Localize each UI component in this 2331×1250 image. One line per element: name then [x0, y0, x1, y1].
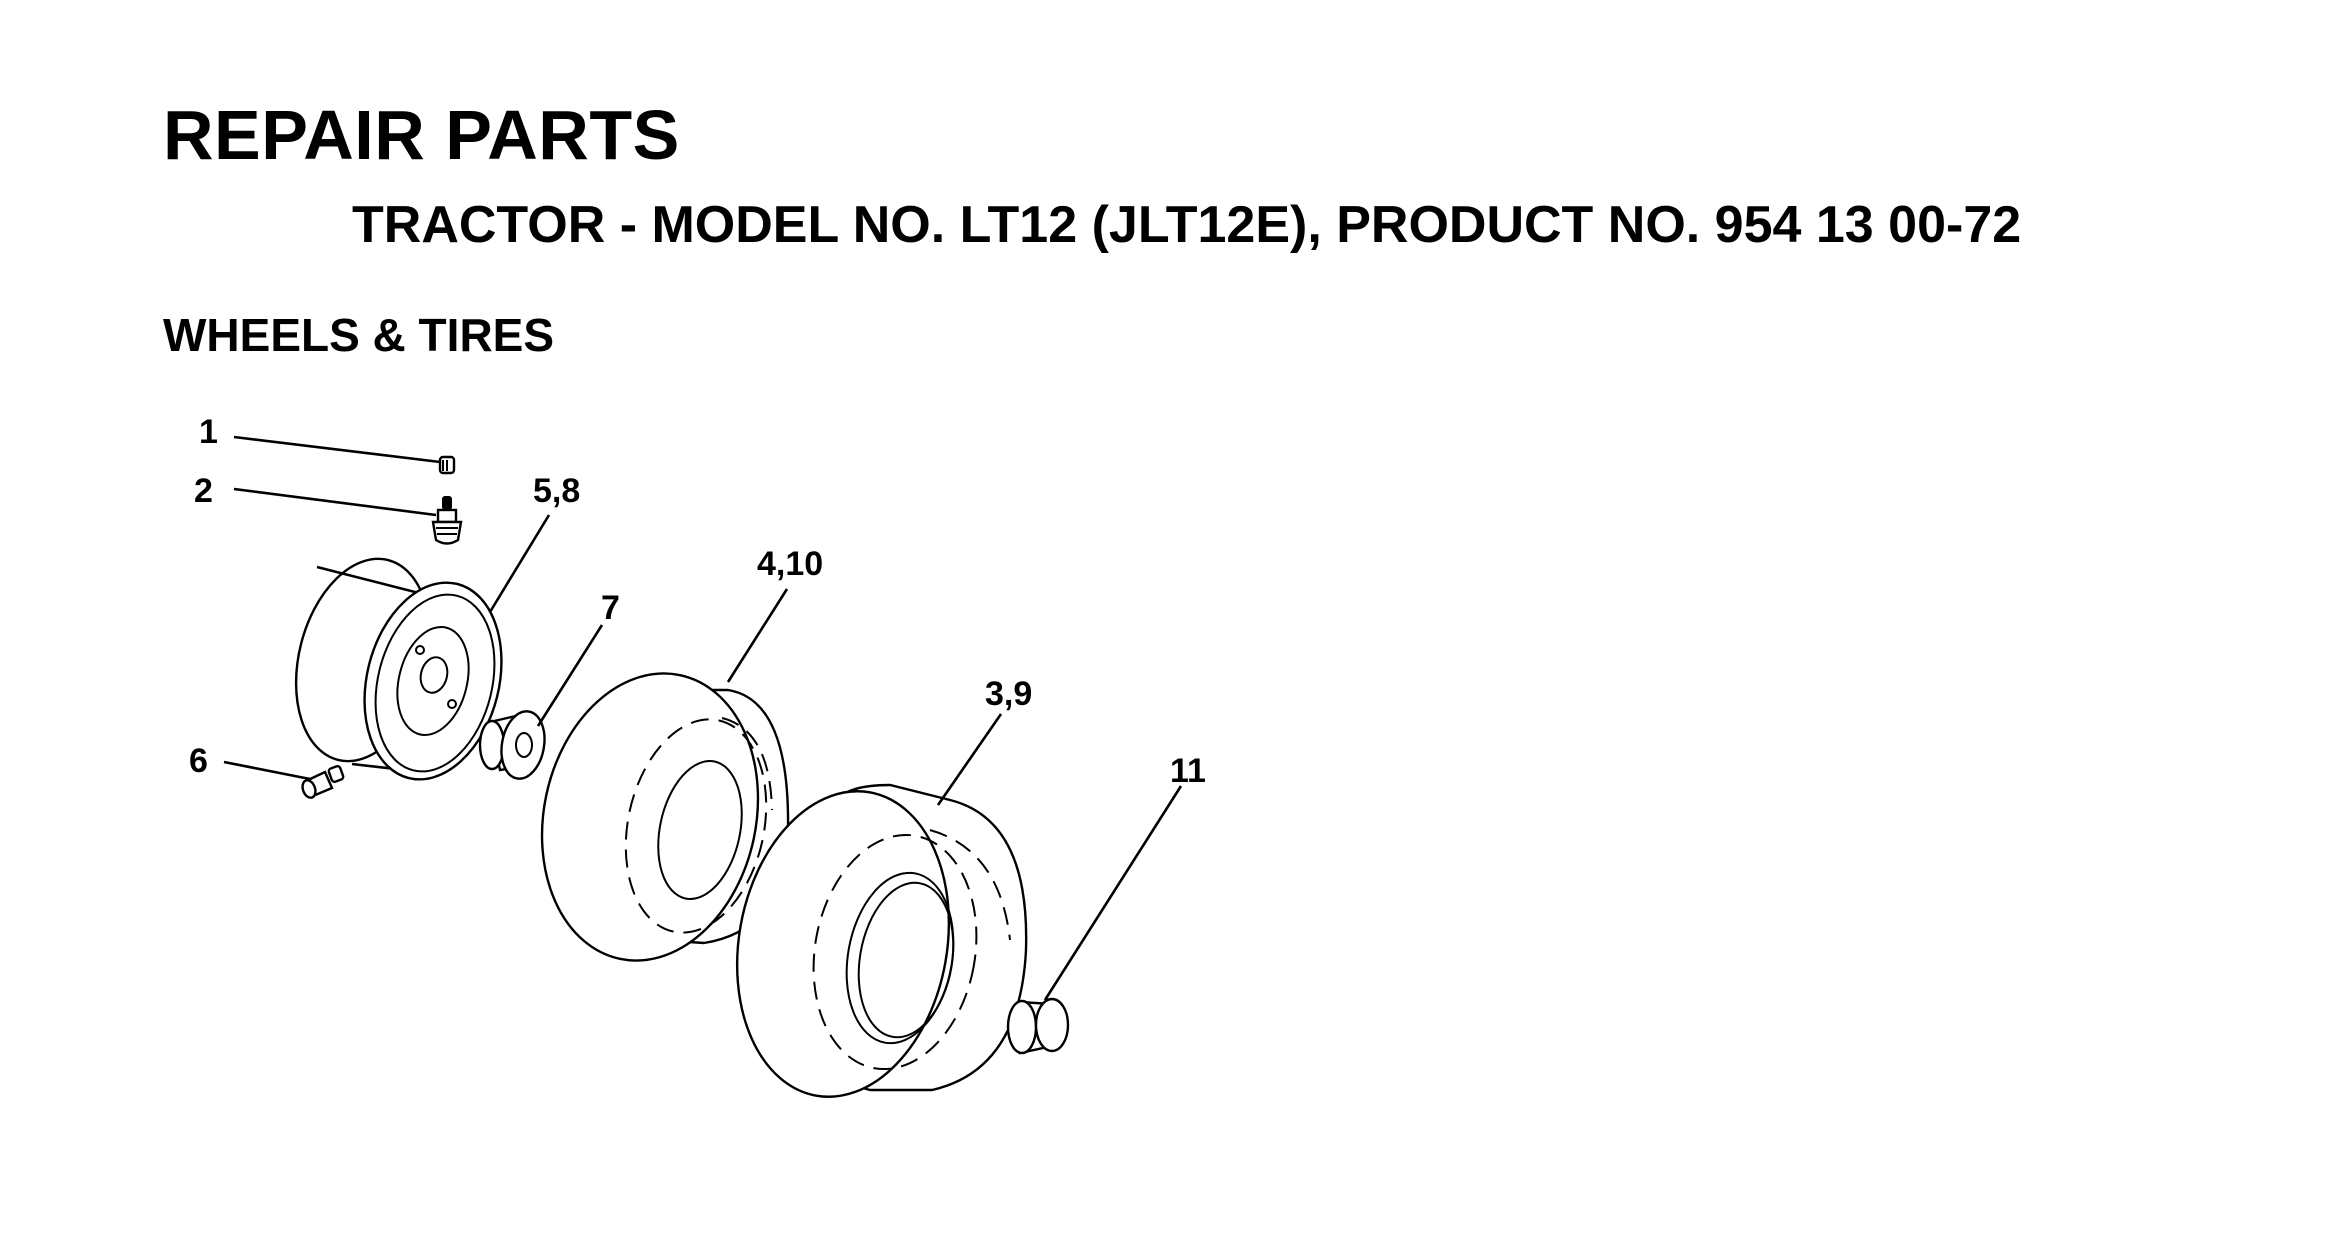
part-front-tire [540, 672, 790, 962]
part-rear-tire [735, 783, 1028, 1098]
part-valve-cap [438, 455, 456, 475]
model-subtitle: TRACTOR - MODEL NO. LT12 (JLT12E), PRODU… [352, 196, 2022, 254]
callout-2: 2 [194, 472, 213, 510]
callout-7: 7 [601, 589, 620, 627]
part-bushing [478, 710, 546, 780]
callout-1: 1 [199, 413, 218, 451]
page-title: REPAIR PARTS [163, 96, 680, 174]
part-wheel-rim [294, 557, 503, 781]
part-valve-stem [431, 496, 463, 545]
section-heading: WHEELS & TIRES [163, 309, 555, 361]
callout-11: 11 [1170, 752, 1206, 790]
callout-6: 6 [189, 742, 208, 780]
callout-5-8: 5,8 [533, 472, 580, 510]
part-hub-cap [1006, 997, 1070, 1055]
leader-lines [223, 435, 1183, 1001]
part-grease-fitting [301, 765, 345, 799]
callout-4-10: 4,10 [757, 545, 823, 583]
callout-3-9: 3,9 [985, 675, 1032, 713]
